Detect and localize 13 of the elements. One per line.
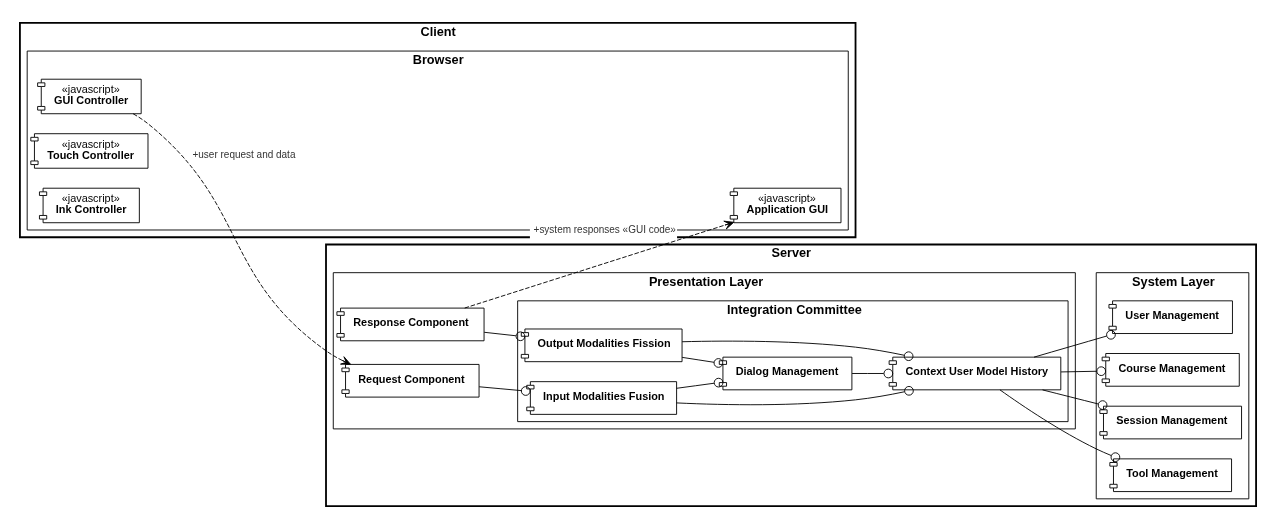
connector xyxy=(1042,389,1108,410)
connector xyxy=(1033,330,1116,358)
connector xyxy=(478,386,531,396)
connector xyxy=(681,356,724,368)
arrow xyxy=(132,113,351,365)
connector xyxy=(851,368,894,379)
edge-label: +user request and data xyxy=(192,149,296,161)
connector xyxy=(681,340,914,361)
connector xyxy=(1060,366,1107,376)
connector xyxy=(676,377,724,389)
connector xyxy=(999,389,1121,462)
connector xyxy=(676,386,914,406)
connector xyxy=(483,331,526,342)
